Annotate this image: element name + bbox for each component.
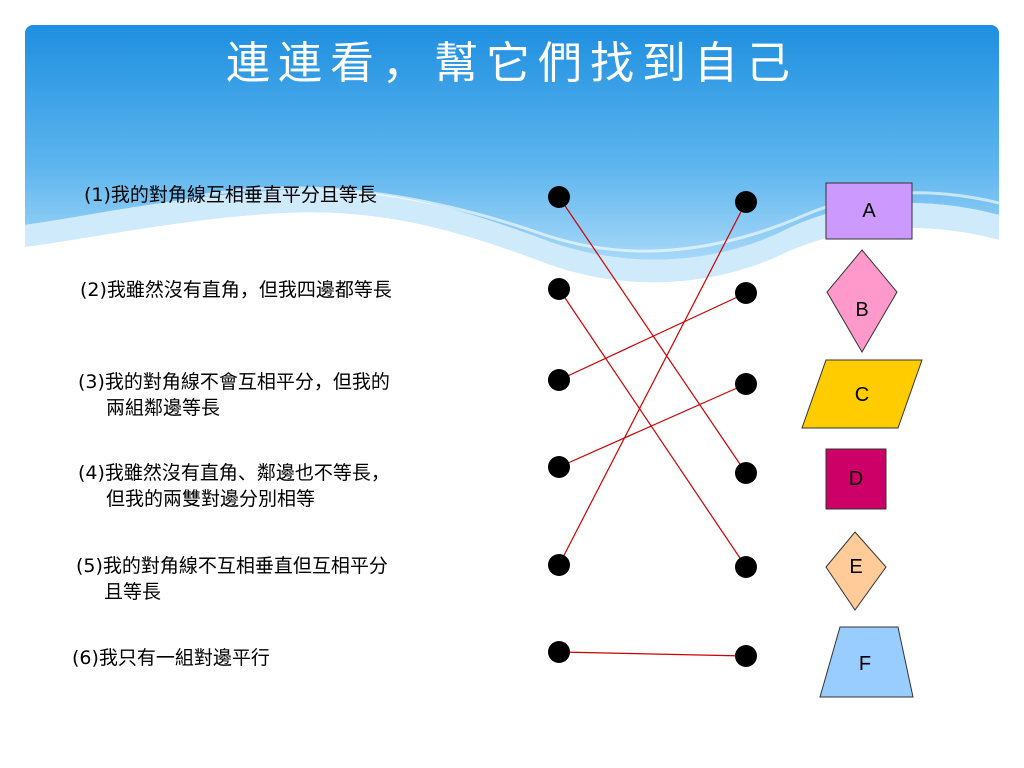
statement-3-text: (3)我的對角線不會互相平分，但我的 [78, 371, 390, 393]
connection-line-2 [558, 288, 747, 568]
shape-f-label: F [858, 653, 872, 675]
slide-title: 連連看，幫它們找到自己 [226, 38, 798, 89]
statement-3: (3)我的對角線不會互相平分，但我的 兩組鄰邊等長 [78, 369, 390, 421]
shape-c-label: C [854, 384, 870, 406]
connection-line-5 [558, 201, 747, 566]
statement-6: (6)我只有一組對邊平行 [72, 645, 270, 671]
left-dot-1[interactable] [548, 186, 570, 208]
connection-line-6 [558, 651, 747, 657]
statement-1-text: (1)我的對角線互相垂直平分且等長 [84, 184, 377, 206]
shape-a-label: A [862, 200, 876, 222]
connection-line-3 [558, 292, 747, 381]
statement-6-text: (6)我只有一組對邊平行 [72, 647, 270, 669]
statement-2-text: (2)我雖然沒有直角，但我四邊都等長 [80, 279, 392, 301]
right-dot-1[interactable] [735, 191, 757, 213]
statement-4-text: (4)我雖然沒有直角、鄰邊也不等長， [78, 462, 390, 484]
right-dot-6[interactable] [735, 645, 757, 667]
statement-4-text-continued: 但我的兩雙對邊分別相等 [106, 488, 316, 510]
connection-lines [558, 196, 747, 657]
shape-b-rhombus[interactable] [826, 249, 898, 353]
left-dot-5[interactable] [548, 554, 570, 576]
right-dot-2[interactable] [735, 282, 757, 304]
shape-e-label: E [849, 556, 863, 578]
statement-2: (2)我雖然沒有直角，但我四邊都等長 [80, 277, 392, 303]
statement-3-text-continued: 兩組鄰邊等長 [106, 397, 221, 419]
quadrilateral-shapes [801, 182, 923, 698]
statement-5: (5)我的對角線不互相垂直但互相平分 且等長 [76, 553, 388, 605]
statement-4: (4)我雖然沒有直角、鄰邊也不等長， 但我的兩雙對邊分別相等 [78, 460, 390, 512]
connection-line-1 [558, 196, 747, 474]
right-dot-4[interactable] [735, 462, 757, 484]
shape-d-label: D [848, 468, 864, 490]
shape-e-kite[interactable] [825, 531, 887, 611]
left-dot-4[interactable] [548, 456, 570, 478]
left-dot-2[interactable] [548, 278, 570, 300]
shape-d-rectangle[interactable] [825, 448, 887, 510]
statement-1: (1)我的對角線互相垂直平分且等長 [84, 182, 377, 208]
right-dot-3[interactable] [735, 373, 757, 395]
statement-5-text: (5)我的對角線不互相垂直但互相平分 [76, 555, 388, 577]
shape-f-trapezoid[interactable] [819, 626, 914, 698]
shape-c-parallelogram[interactable] [801, 359, 923, 429]
left-dot-6[interactable] [548, 641, 570, 663]
shape-b-label: B [855, 299, 869, 321]
connection-line-4 [558, 383, 747, 468]
left-dot-3[interactable] [548, 369, 570, 391]
connection-dots [548, 186, 757, 667]
statement-5-text-continued: 且等長 [104, 581, 162, 603]
shape-a-square[interactable] [825, 182, 913, 240]
right-dot-5[interactable] [735, 556, 757, 578]
